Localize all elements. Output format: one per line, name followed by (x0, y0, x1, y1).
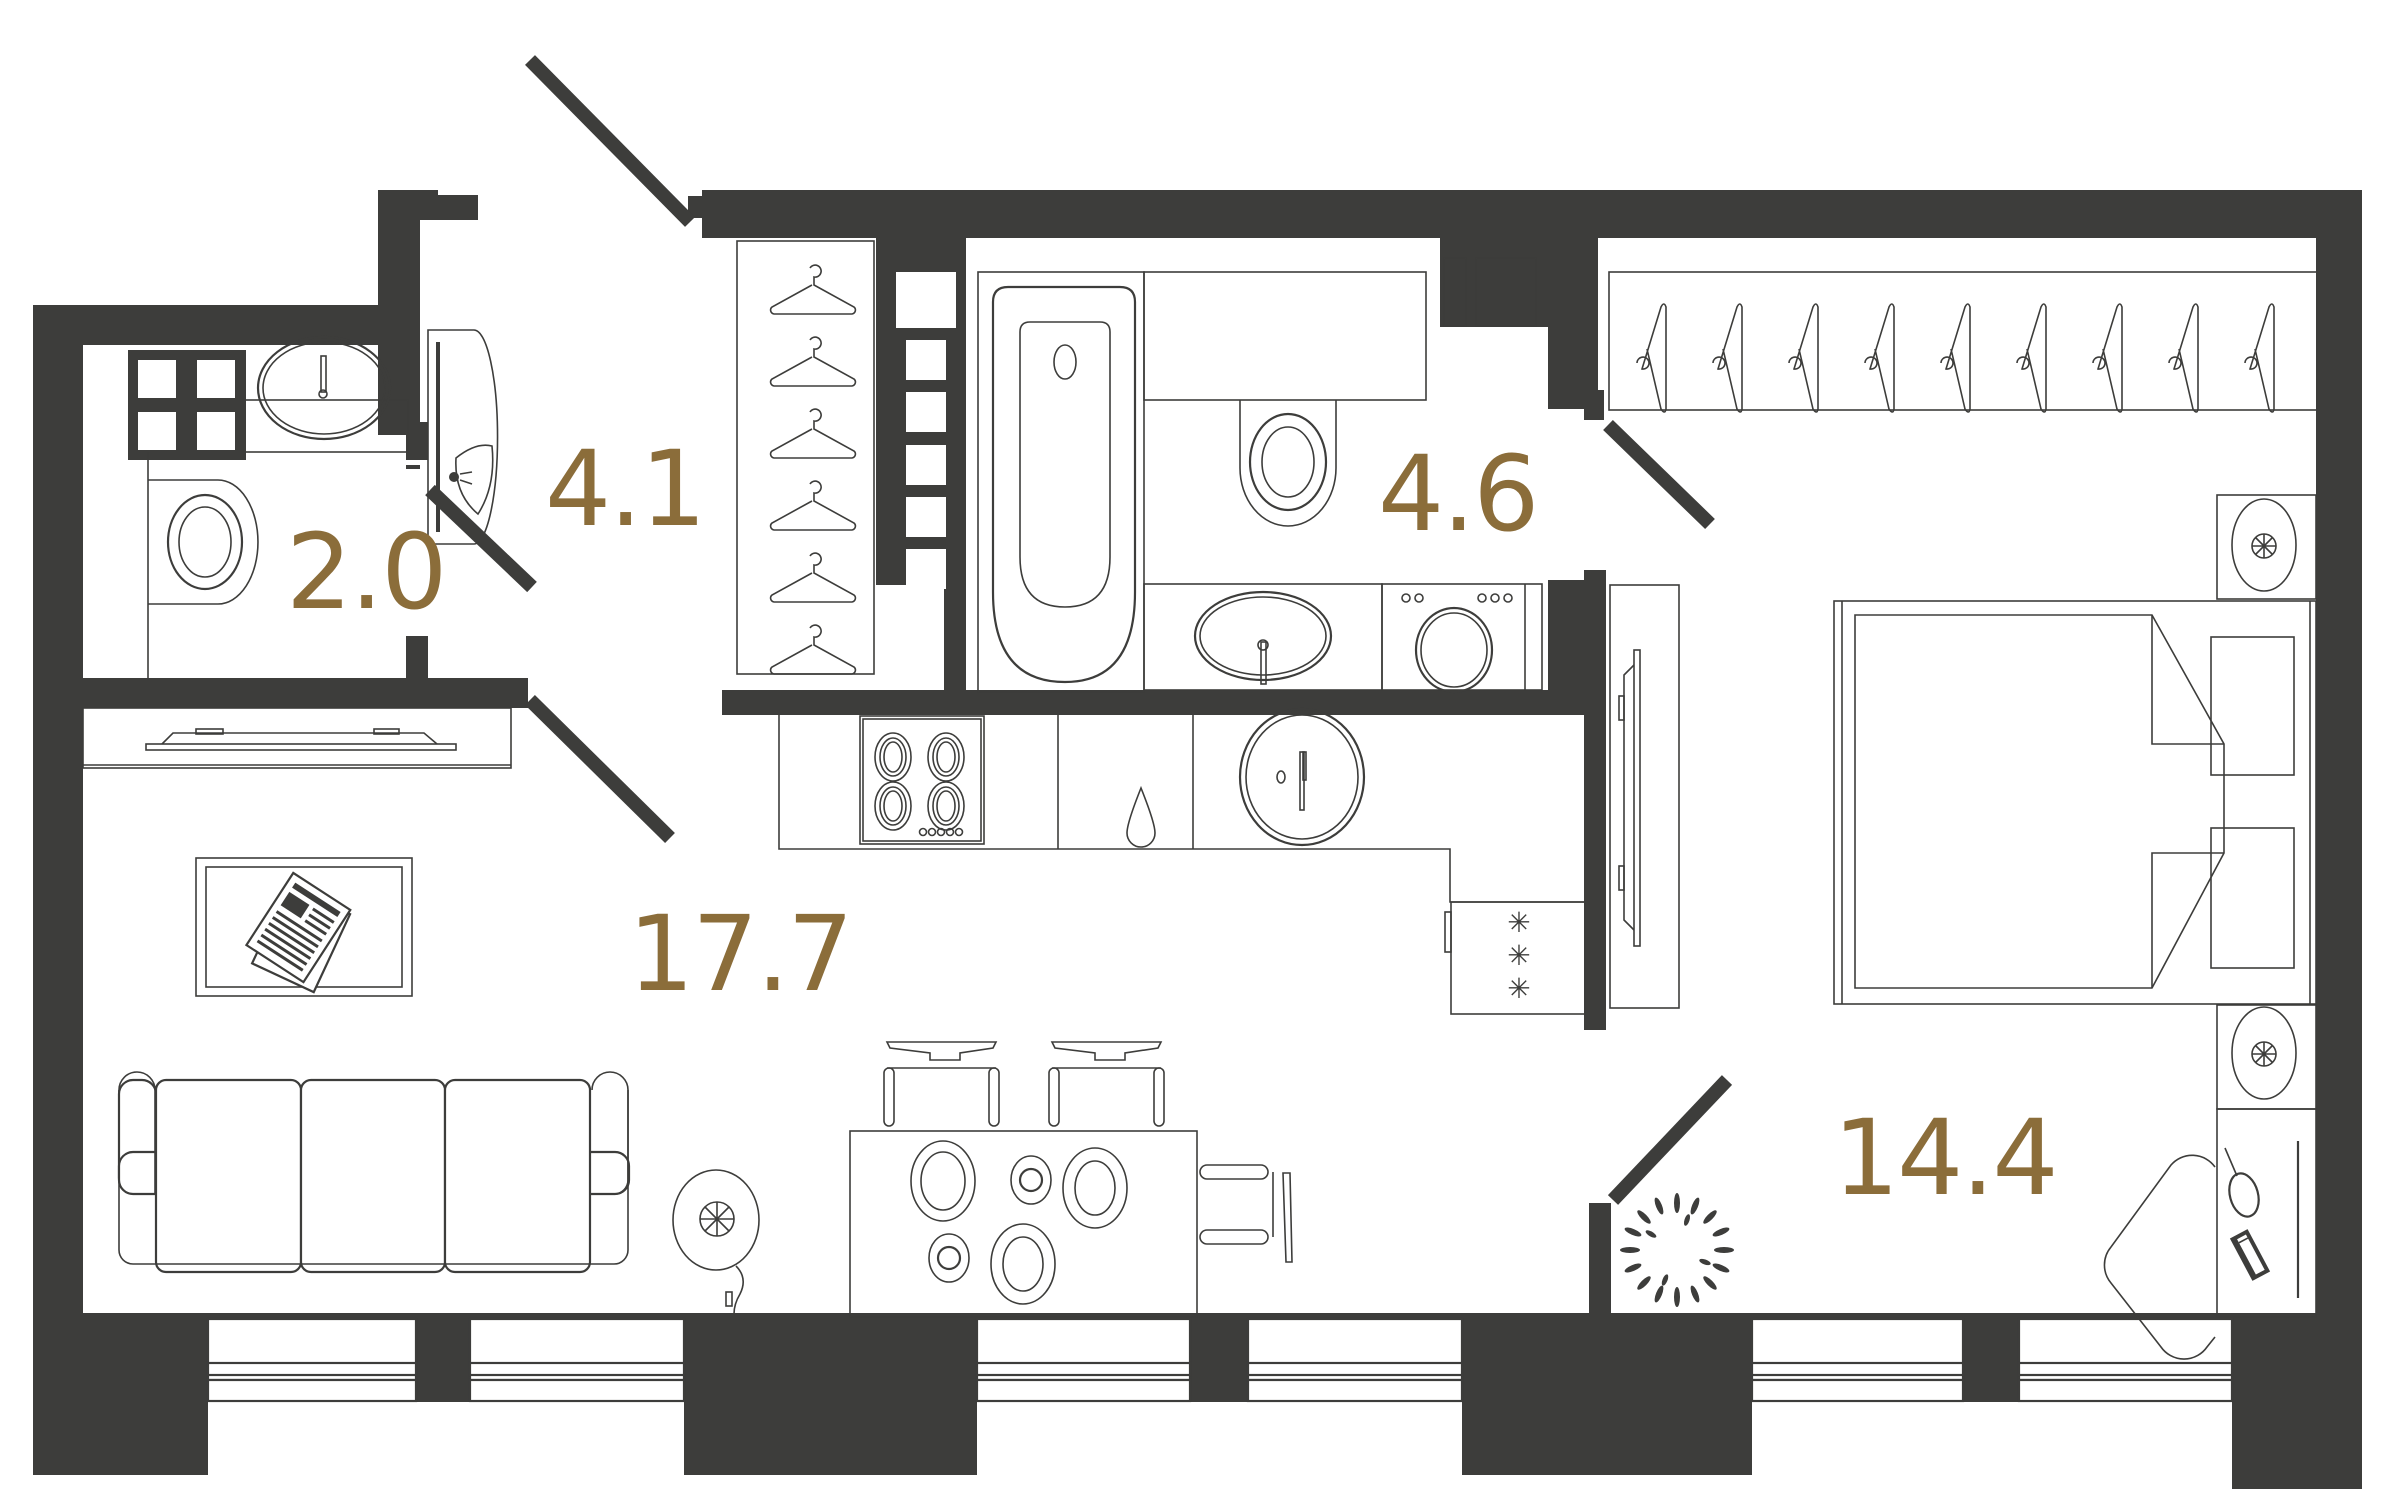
bottom-block-2 (684, 1317, 977, 1475)
comb-icon (2229, 1229, 2271, 1281)
area-label-bathroom: 4.6 (1378, 433, 1537, 555)
wc-top-wall (33, 305, 420, 345)
window (1750, 1317, 1965, 1403)
area-label-bedroom: 14.4 (1833, 1097, 2057, 1219)
dining-chair-icon (1199, 1164, 1293, 1263)
hanger-icon (2244, 303, 2275, 413)
sink-icon (1193, 590, 1333, 685)
newspaper-icon (244, 871, 352, 994)
kitchen: ✳ ✳ ✳ (778, 707, 1586, 1015)
living-room-door[interactable] (525, 695, 675, 843)
hanger-icon (1636, 303, 1667, 413)
window (1246, 1317, 1464, 1403)
toilet-icon (147, 452, 259, 678)
bottom-block-1 (33, 1317, 208, 1475)
hanger-icon (1864, 303, 1895, 413)
left-wall (33, 305, 83, 1475)
fridge-icon: ✳ ✳ ✳ (1444, 901, 1586, 1015)
bottom-block-4 (2232, 1317, 2362, 1489)
bed-icon (1833, 600, 2317, 1005)
kitchen-sink-icon (1238, 707, 1366, 847)
kitchen-top-wall (722, 690, 1582, 715)
toilet-icon (1239, 400, 1337, 527)
area-label-living-kitchen: 17.7 (628, 893, 852, 1015)
hand-basin-icon (427, 329, 499, 545)
rug-icon (195, 857, 413, 997)
tv-cabinet-icon (82, 707, 512, 769)
floor-lamp-icon (672, 1169, 760, 1321)
wc-fixtures (128, 329, 499, 678)
pouf-icon (2103, 1154, 2216, 1360)
area-label-wc: 2.0 (286, 511, 445, 633)
area-label-hallway: 4.1 (545, 428, 704, 550)
right-wall (2316, 190, 2362, 1488)
washing-machine-icon (1381, 583, 1543, 694)
top-wall (702, 190, 2362, 238)
bedroom-door[interactable] (1607, 1075, 1733, 1205)
hanger-icon (769, 624, 857, 675)
window (468, 1317, 686, 1403)
vanity-table-icon (2103, 1108, 2317, 1360)
hanger-icon (1940, 303, 1971, 413)
dining-table-icon (849, 1130, 1198, 1318)
dining-chair-icon (883, 1041, 1000, 1127)
tv-icon (1609, 584, 1680, 1009)
bathroom-door[interactable] (1603, 419, 1715, 530)
hanger-icon (1788, 303, 1819, 413)
window (975, 1317, 1192, 1403)
bottom-block-3 (1462, 1317, 1752, 1475)
nightstand-icon (2216, 494, 2317, 600)
sofa-icon (117, 1071, 631, 1274)
dining-chair-icon (1048, 1041, 1165, 1127)
doors (425, 55, 1733, 1205)
windows (206, 1317, 2234, 1403)
bedroom-wardrobe (1608, 271, 2318, 413)
area-labels: 2.0 4.1 4.6 17.7 14.4 (286, 428, 2059, 1219)
window (2017, 1317, 2234, 1403)
entrance-door[interactable] (525, 55, 695, 227)
hanger-icon (769, 408, 857, 459)
hanger-icon (2016, 303, 2047, 413)
wc-bottom-wall (33, 678, 528, 708)
hanger-icon (769, 480, 857, 531)
snowflake-icon: ✳ (1507, 939, 1530, 972)
mirror-icon (2224, 1147, 2260, 1218)
hanger-icon (769, 264, 857, 315)
hob-icon (859, 715, 985, 845)
hanger-icon (2168, 303, 2199, 413)
snowflake-icon: ✳ (1507, 906, 1530, 939)
nightstand-icon (2216, 1004, 2317, 1110)
bathroom-fixtures (977, 257, 1543, 694)
living-room (82, 707, 1293, 1321)
snowflake-icon: ✳ (1507, 972, 1530, 1005)
bedroom-partition (1584, 570, 1606, 1030)
hanger-icon (1712, 303, 1743, 413)
bedroom (1609, 494, 2317, 1360)
hanger-icon (2092, 303, 2123, 413)
hallway-wardrobe (736, 240, 956, 675)
hanger-icon (769, 336, 857, 387)
sink-icon (256, 335, 392, 441)
bathtub-icon (977, 271, 1145, 693)
window (206, 1317, 418, 1403)
hanger-icon (769, 552, 857, 603)
plant-icon (1620, 1193, 1734, 1307)
water-drop-icon (1126, 785, 1156, 848)
